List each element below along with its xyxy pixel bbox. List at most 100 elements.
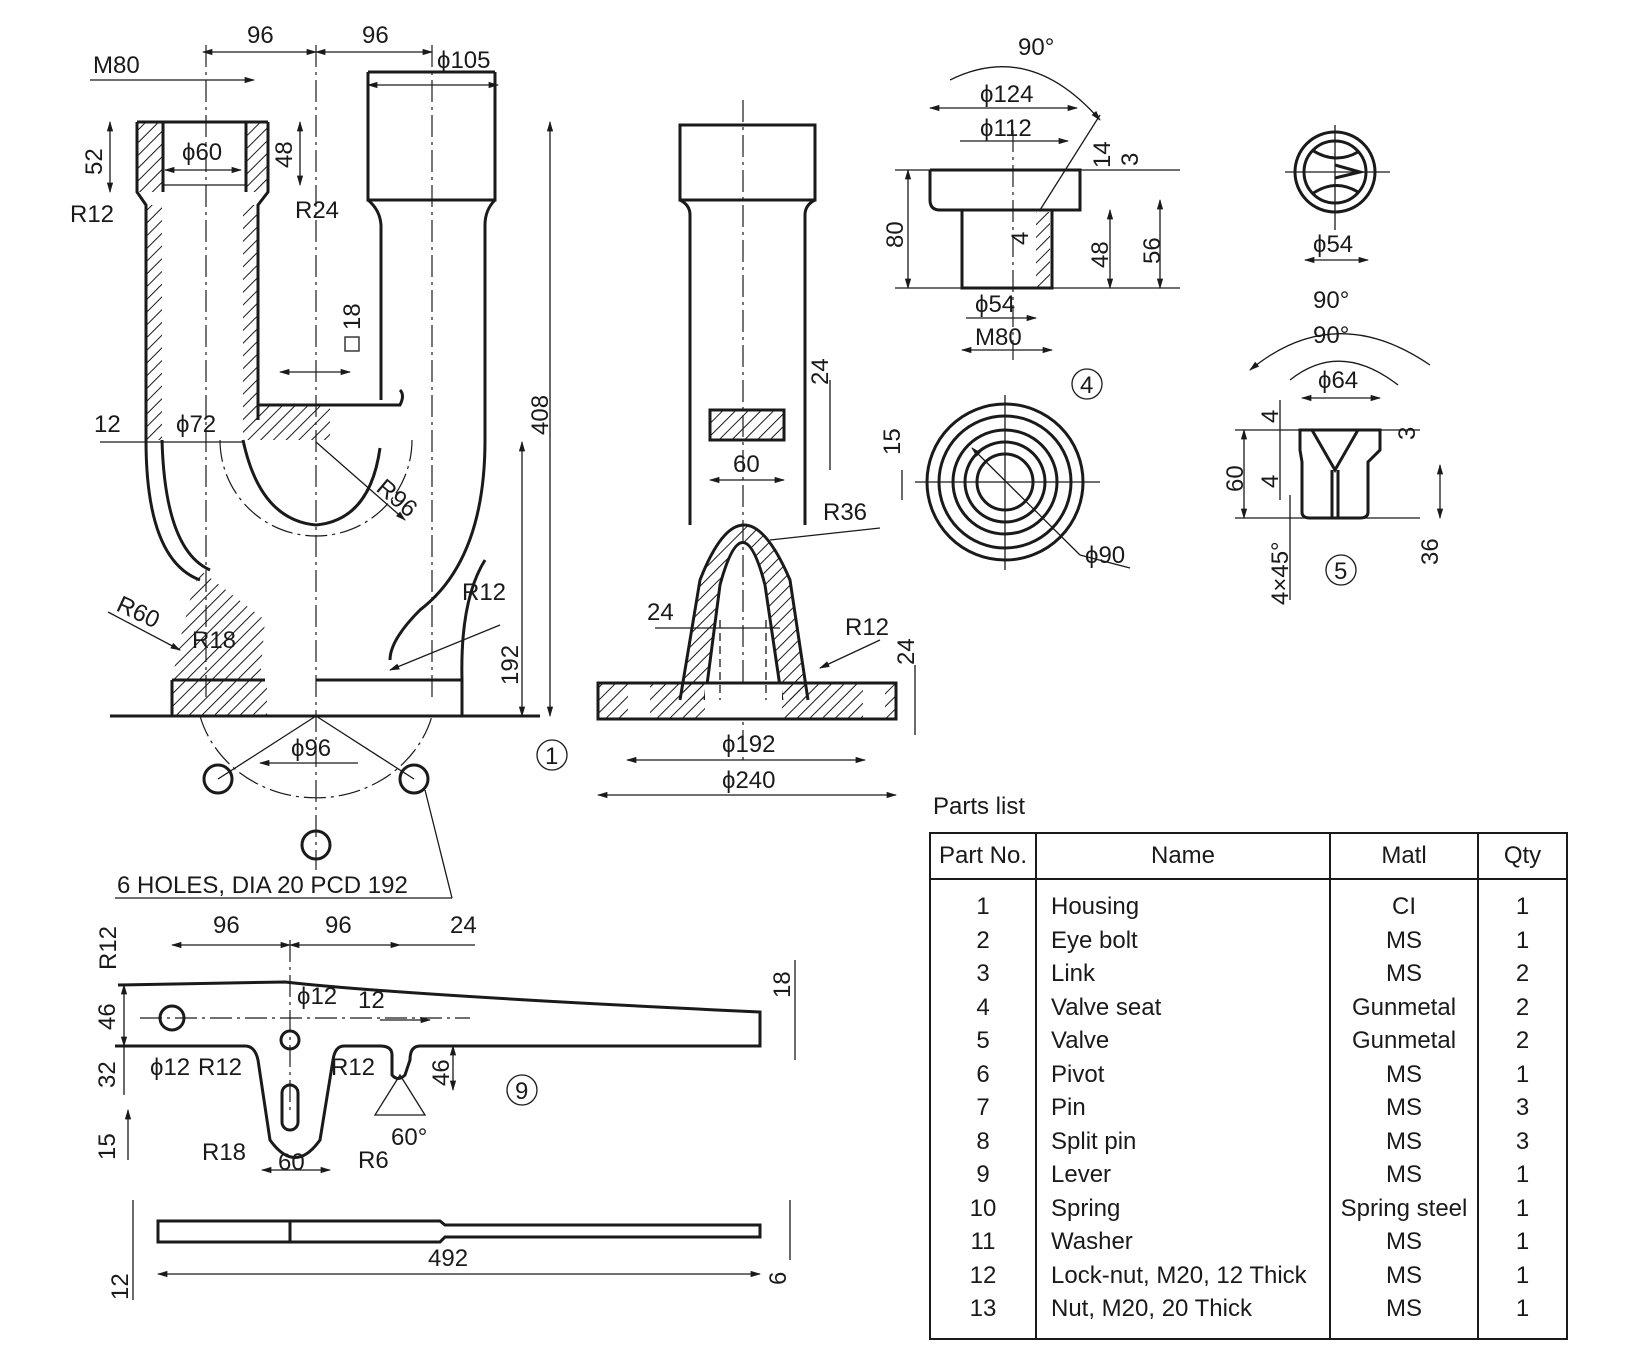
part-callout-circle <box>1071 368 1103 400</box>
cell-qty: 3 <box>1477 1091 1568 1125</box>
cell-qty: 2 <box>1477 990 1568 1024</box>
holes-note: 6 HOLES, DIA 20 PCD 192 <box>117 872 408 899</box>
dim-text: 15 <box>879 428 906 455</box>
dim-text: 46 <box>428 1059 455 1086</box>
dim-text: R12 <box>845 614 889 641</box>
cell-qty: 1 <box>1477 1158 1568 1192</box>
part-callout: 1 <box>545 743 558 770</box>
extension-line <box>1039 114 1101 211</box>
dim-text: 24 <box>893 638 920 665</box>
dim-text: ϕ105 <box>437 47 490 74</box>
cell-name: Housing <box>1035 879 1331 924</box>
cell-part-no: 3 <box>929 957 1037 991</box>
section-hatch <box>680 525 808 700</box>
dim-text: 192 <box>497 645 524 685</box>
dim-text: 15 <box>94 1133 121 1160</box>
cell-matl: MS <box>1329 1225 1479 1259</box>
dim-text: ϕ54 <box>1313 231 1353 258</box>
cell-name: Valve seat <box>1035 990 1331 1024</box>
cell-matl: MS <box>1329 1258 1479 1292</box>
dim-text: 96 <box>325 912 352 939</box>
dim-text: 60 <box>278 1149 305 1176</box>
dim-text: ϕ240 <box>722 767 775 794</box>
leader <box>217 715 317 780</box>
dome-outline <box>678 523 810 701</box>
cell-part-no: 1 <box>929 879 1037 924</box>
base-flange <box>596 681 898 721</box>
dim-text: 90° <box>1313 322 1349 349</box>
section-hatch <box>246 122 268 192</box>
bolt-hole <box>202 763 234 795</box>
bolt-hole-section <box>628 683 650 719</box>
dim-text: 90° <box>1313 287 1349 314</box>
cell-name: Washer <box>1035 1225 1331 1259</box>
lever-view: 9 R12 96 96 24 18 46 ϕ12 12 ϕ12 R12 R12 … <box>94 912 796 1300</box>
seat-flange <box>928 168 1082 212</box>
part-callout-circle <box>506 1074 538 1106</box>
dim-text: R96 <box>371 474 422 523</box>
dim-text: R36 <box>823 499 867 526</box>
dim-text: 60° <box>391 1124 427 1151</box>
dim-text: ϕ54 <box>975 291 1015 318</box>
dim-text: 12 <box>94 411 121 438</box>
section-hatch <box>137 122 163 192</box>
centerline-arc <box>219 439 413 537</box>
dim-text: 24 <box>807 358 834 385</box>
dim-text: R18 <box>192 627 236 654</box>
column-header-name: Name <box>1035 832 1331 880</box>
cell-part-no: 6 <box>929 1057 1037 1091</box>
pivot-boss <box>708 408 786 442</box>
dim-text: R6 <box>358 1147 389 1174</box>
dim-text: R12 <box>95 926 122 970</box>
dim-text: 36 <box>1417 538 1444 565</box>
dim-text: ϕ60 <box>182 139 222 166</box>
dim-text: 408 <box>527 395 554 435</box>
cell-part-no: 9 <box>929 1158 1037 1192</box>
bolt-hole <box>300 829 332 861</box>
cell-matl: MS <box>1329 1158 1479 1192</box>
cell-name: Split pin <box>1035 1124 1331 1158</box>
leader <box>315 715 415 780</box>
dim-text: 90° <box>1018 34 1054 61</box>
valve-seat-plan <box>901 395 1131 570</box>
cell-matl: Gunmetal <box>1329 990 1479 1024</box>
cell-name: Valve <box>1035 1024 1331 1058</box>
section-hatch <box>243 405 330 440</box>
dim-text: 52 <box>81 148 108 175</box>
housing-outline <box>160 439 211 572</box>
section-hatch <box>172 570 265 680</box>
cell-part-no: 13 <box>929 1292 1037 1339</box>
housing-outline <box>144 439 201 582</box>
cell-matl: Gunmetal <box>1329 1024 1479 1058</box>
cell-name: Eye bolt <box>1035 923 1331 957</box>
dim-text: M80 <box>93 52 140 79</box>
dim-text: 60 <box>1222 465 1249 492</box>
dim-text: 48 <box>271 141 298 168</box>
dim-text: 14 <box>1089 141 1116 168</box>
housing-outline <box>367 198 497 661</box>
pcd-circle <box>199 715 433 799</box>
dim-text: 24 <box>450 912 477 939</box>
dim-text: 46 <box>94 1003 121 1030</box>
part-callout: 5 <box>1334 558 1347 585</box>
bolt-hole-section <box>863 683 885 719</box>
dimension-line <box>315 441 406 521</box>
cell-qty: 1 <box>1477 1057 1568 1091</box>
dim-text: 6 <box>765 1272 792 1285</box>
part-callout: 9 <box>515 1078 528 1105</box>
parts-list-title: Parts list <box>933 793 1026 820</box>
cell-name: Lever <box>1035 1158 1331 1192</box>
valve-guide <box>1310 429 1360 518</box>
dim-text: M80 <box>975 324 1022 351</box>
cell-matl: MS <box>1329 923 1479 957</box>
cell-part-no: 2 <box>929 923 1037 957</box>
dim-text: 12 <box>358 987 385 1014</box>
